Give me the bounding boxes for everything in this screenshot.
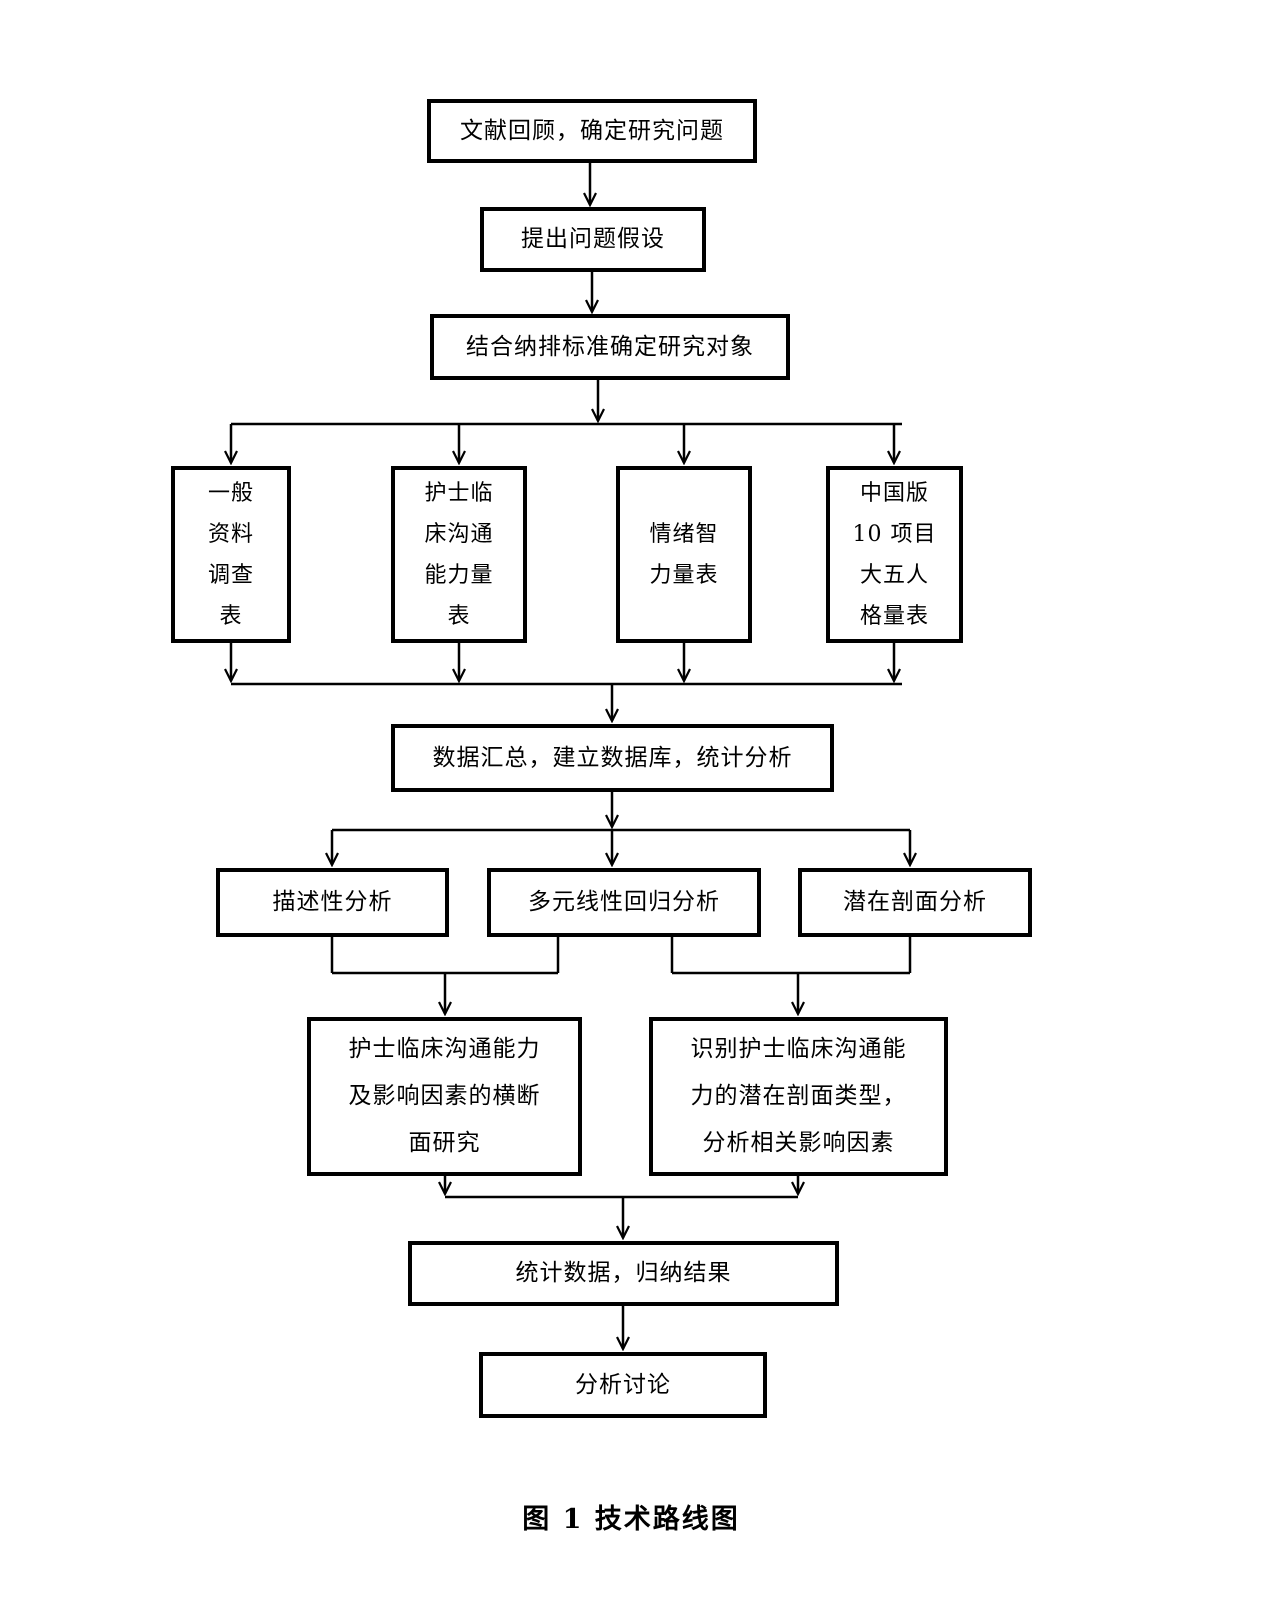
node-emotional-intelligence-scale: 情绪智 力量表 bbox=[616, 466, 752, 643]
node-nurse-communication-scale-label: 护士临 床沟通 能力量 表 bbox=[424, 480, 494, 629]
node-nurse-communication-scale: 护士临 床沟通 能力量 表 bbox=[391, 466, 527, 643]
node-criteria: 结合纳排标准确定研究对象 bbox=[430, 314, 790, 380]
node-general-info-form: 一般 资料 调查 表 bbox=[171, 466, 291, 643]
node-emotional-intelligence-scale-label: 情绪智 力量表 bbox=[649, 521, 719, 588]
node-descriptive-analysis-label: 描述性分析 bbox=[272, 889, 393, 916]
node-latent-profile-analysis-label: 潜在剖面分析 bbox=[843, 889, 987, 916]
node-latent-profile-analysis: 潜在剖面分析 bbox=[798, 868, 1032, 937]
node-data-summary: 数据汇总，建立数据库，统计分析 bbox=[391, 724, 834, 792]
node-discussion: 分析讨论 bbox=[479, 1352, 767, 1418]
node-literature-review: 文献回顾，确定研究问题 bbox=[427, 99, 757, 163]
node-big-five-scale: 中国版 10 项目 大五人 格量表 bbox=[826, 466, 963, 643]
node-hypothesis: 提出问题假设 bbox=[480, 207, 706, 272]
node-identify-profiles: 识别护士临床沟通能 力的潜在剖面类型， 分析相关影响因素 bbox=[649, 1017, 948, 1176]
node-regression-analysis-label: 多元线性回归分析 bbox=[528, 889, 720, 916]
node-identify-profiles-label: 识别护士临床沟通能 力的潜在剖面类型， 分析相关影响因素 bbox=[690, 1036, 907, 1156]
node-regression-analysis: 多元线性回归分析 bbox=[487, 868, 761, 937]
node-big-five-scale-label: 中国版 10 项目 大五人 格量表 bbox=[852, 480, 937, 629]
node-discussion-label: 分析讨论 bbox=[575, 1371, 671, 1398]
node-statistics-results-label: 统计数据，归纳结果 bbox=[515, 1260, 732, 1287]
node-cross-sectional-study-label: 护士临床沟通能力 及影响因素的横断 面研究 bbox=[348, 1036, 541, 1156]
figure-caption: 图 1 技术路线图 bbox=[522, 1504, 740, 1535]
node-general-info-form-label: 一般 资料 调查 表 bbox=[207, 480, 254, 629]
node-hypothesis-label: 提出问题假设 bbox=[521, 226, 665, 253]
node-descriptive-analysis: 描述性分析 bbox=[216, 868, 449, 937]
node-criteria-label: 结合纳排标准确定研究对象 bbox=[466, 333, 754, 360]
node-data-summary-label: 数据汇总，建立数据库，统计分析 bbox=[432, 744, 793, 771]
node-cross-sectional-study: 护士临床沟通能力 及影响因素的横断 面研究 bbox=[307, 1017, 582, 1176]
node-literature-review-label: 文献回顾，确定研究问题 bbox=[460, 117, 724, 144]
node-statistics-results: 统计数据，归纳结果 bbox=[408, 1241, 839, 1306]
